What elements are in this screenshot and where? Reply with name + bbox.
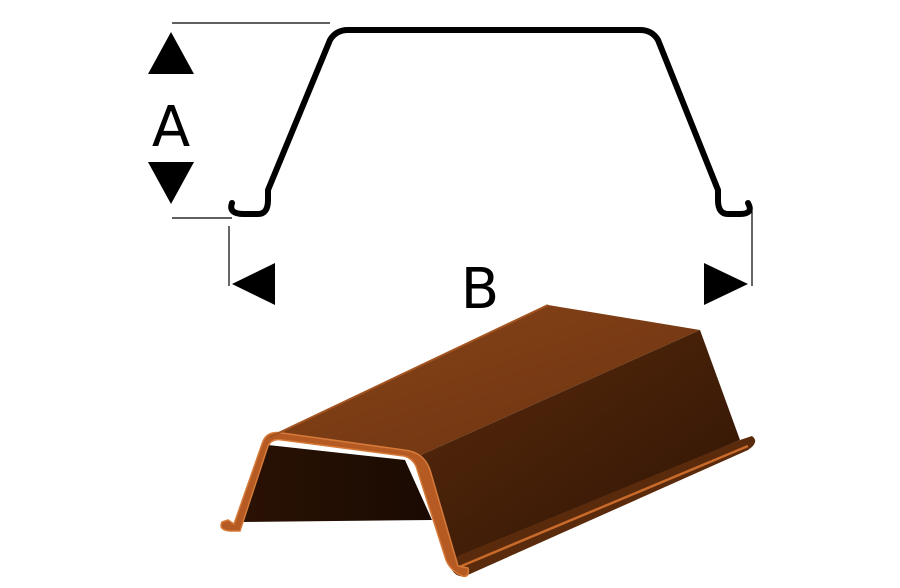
cross-section-profile bbox=[228, 27, 753, 217]
arrow-left-icon bbox=[232, 263, 275, 305]
profile-right-slope bbox=[414, 330, 740, 562]
profile-3d-render bbox=[220, 304, 756, 578]
dimension-a: A bbox=[148, 22, 330, 219]
arrow-up-icon bbox=[148, 32, 194, 74]
arrow-right-icon bbox=[704, 263, 748, 305]
dimension-b: B bbox=[228, 210, 753, 322]
dimension-a-label: A bbox=[152, 95, 190, 160]
profile-inner-shadow bbox=[240, 445, 432, 522]
profile-top-face bbox=[270, 305, 700, 458]
profile-front-section bbox=[220, 431, 470, 578]
profile-right-flange-edge bbox=[451, 444, 749, 572]
profile-top-edge-highlight bbox=[269, 304, 549, 438]
arrow-down-icon bbox=[148, 162, 194, 204]
dimension-b-label: B bbox=[461, 257, 499, 322]
